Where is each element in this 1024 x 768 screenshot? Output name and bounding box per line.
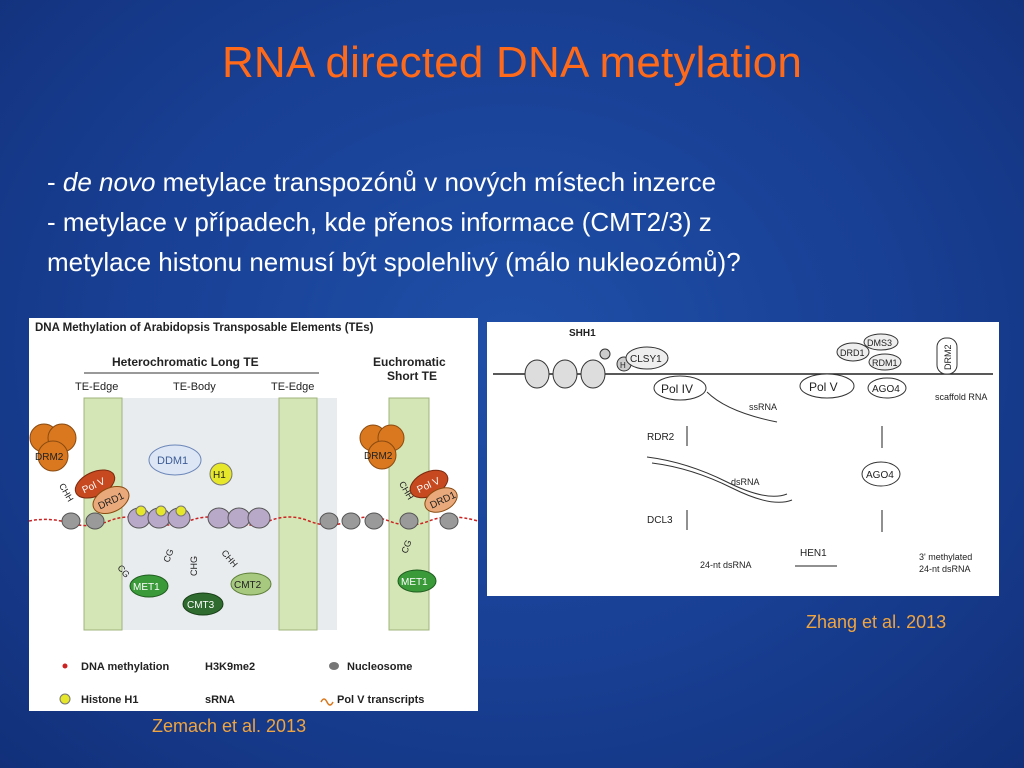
nucleosome-group-left (61, 512, 105, 530)
dcl3-label: DCL3 (647, 515, 673, 526)
bullet-1-prefix: - (47, 167, 63, 197)
bullet-1: - de novo metylace transpozónů v nových … (47, 162, 987, 202)
te-body-label: TE-Body (173, 381, 216, 393)
nucleosomes (524, 359, 606, 389)
clsy1-bubble (625, 346, 669, 370)
pol-iv-label: Pol IV (661, 382, 693, 396)
het-te-label: Heterochromatic Long TE (112, 355, 259, 369)
caption-zemach: Zemach et al. 2013 (152, 716, 307, 736)
methylated-label-2: 24-nt dsRNA (919, 564, 971, 574)
euc-label-2: Short TE (387, 369, 437, 383)
bullet-list: - de novo metylace transpozónů v nových … (47, 162, 987, 282)
h-label: H (620, 361, 626, 370)
caption-zhang: Zhang et al. 2013 (806, 612, 947, 632)
shh1-label: SHH1 (569, 328, 596, 339)
figure-rddm-pathway-svg: SHH1 H CLSY1 Pol IV ssRNA Pol V DRD1 DMS… (487, 322, 999, 596)
drm2-label-right: DRM2 (364, 451, 393, 462)
cmt2-label: CMT2 (234, 580, 262, 591)
met1-label-right: MET1 (401, 577, 428, 588)
te-edge-left-label: TE-Edge (75, 381, 118, 393)
figure-rddm-pathway: SHH1 H CLSY1 Pol IV ssRNA Pol V DRD1 DMS… (487, 322, 999, 596)
fig1-title: DNA Methylation of Arabidopsis Transposa… (35, 322, 374, 334)
hen1-label: HEN1 (800, 548, 827, 559)
te-edge-right-region (278, 397, 318, 631)
met1-bubble-right (397, 569, 437, 593)
slide-title: RNA directed DNA metylation (221, 38, 803, 87)
drm2-complex-right: DRM2 Pol V DRD1 CHH (359, 424, 458, 513)
ddm1-label: DDM1 (157, 455, 188, 467)
te-edge-right-label: TE-Edge (271, 381, 314, 393)
bullet-1-text: metylace transpozónů v nových místech in… (155, 167, 717, 197)
legend-h3k9: H3K9me2 (205, 661, 255, 673)
legend-dna: DNA methylation (81, 661, 169, 673)
figure-te-methylation: DNA Methylation of Arabidopsis Transposa… (28, 318, 479, 711)
legend-srna: sRNA (205, 694, 235, 706)
pol-v-label: Pol V (809, 380, 838, 394)
cmt2-bubble (230, 572, 272, 596)
ago4-label-middle: AGO4 (866, 470, 894, 481)
nt24-label: 24-nt dsRNA (700, 560, 752, 570)
rdm1-label: RDM1 (872, 358, 898, 368)
ssrna-label: ssRNA (749, 402, 777, 412)
drd1-label: DRD1 (840, 348, 865, 358)
cg-label-body: CG (161, 548, 175, 564)
pol-v-bubble (799, 373, 855, 399)
legend: DNA methylation H3K9me2 Nucleosome Histo… (59, 661, 424, 706)
cmt3-bubble (182, 592, 224, 616)
drm2-label-left: DRM2 (35, 452, 64, 463)
dms3-label: DMS3 (867, 338, 892, 348)
h1-bubble (209, 462, 233, 486)
met1-label: MET1 (133, 582, 160, 593)
clsy1-label: CLSY1 (630, 354, 662, 365)
h1-label: H1 (213, 470, 226, 481)
legend-polv: Pol V transcripts (337, 694, 424, 706)
legend-h1: Histone H1 (81, 694, 138, 706)
bullet-2-line-2: metylace histonu nemusí být spolehlivý (… (47, 247, 741, 277)
nucleosome-group-right (319, 512, 459, 530)
ddm1-bubble (148, 444, 202, 476)
cmt3-label: CMT3 (187, 600, 215, 611)
figure-te-methylation-svg: DNA Methylation of Arabidopsis Transposa… (28, 318, 479, 711)
dsrna-label: dsRNA (731, 477, 760, 487)
bullet-2-line-1: - metylace v případech, kde přenos infor… (47, 207, 712, 237)
rdr2-label: RDR2 (647, 432, 675, 443)
pol-iv-bubble (653, 375, 707, 401)
chg-label-body: CHG (189, 556, 199, 576)
bullet-1-italic: de novo (62, 167, 156, 197)
legend-nucleosome: Nucleosome (347, 661, 412, 673)
drm2-label: DRM2 (943, 344, 953, 370)
met1-bubble (129, 574, 169, 598)
cg-label-right: CG (399, 539, 413, 555)
methylated-label-1: 3' methylated (919, 552, 972, 562)
ago4-label-top: AGO4 (872, 384, 900, 395)
euc-label-1: Euchromatic (373, 355, 446, 369)
nucleosome-group-body (127, 505, 271, 529)
scaffold-label: scaffold RNA (935, 392, 987, 402)
